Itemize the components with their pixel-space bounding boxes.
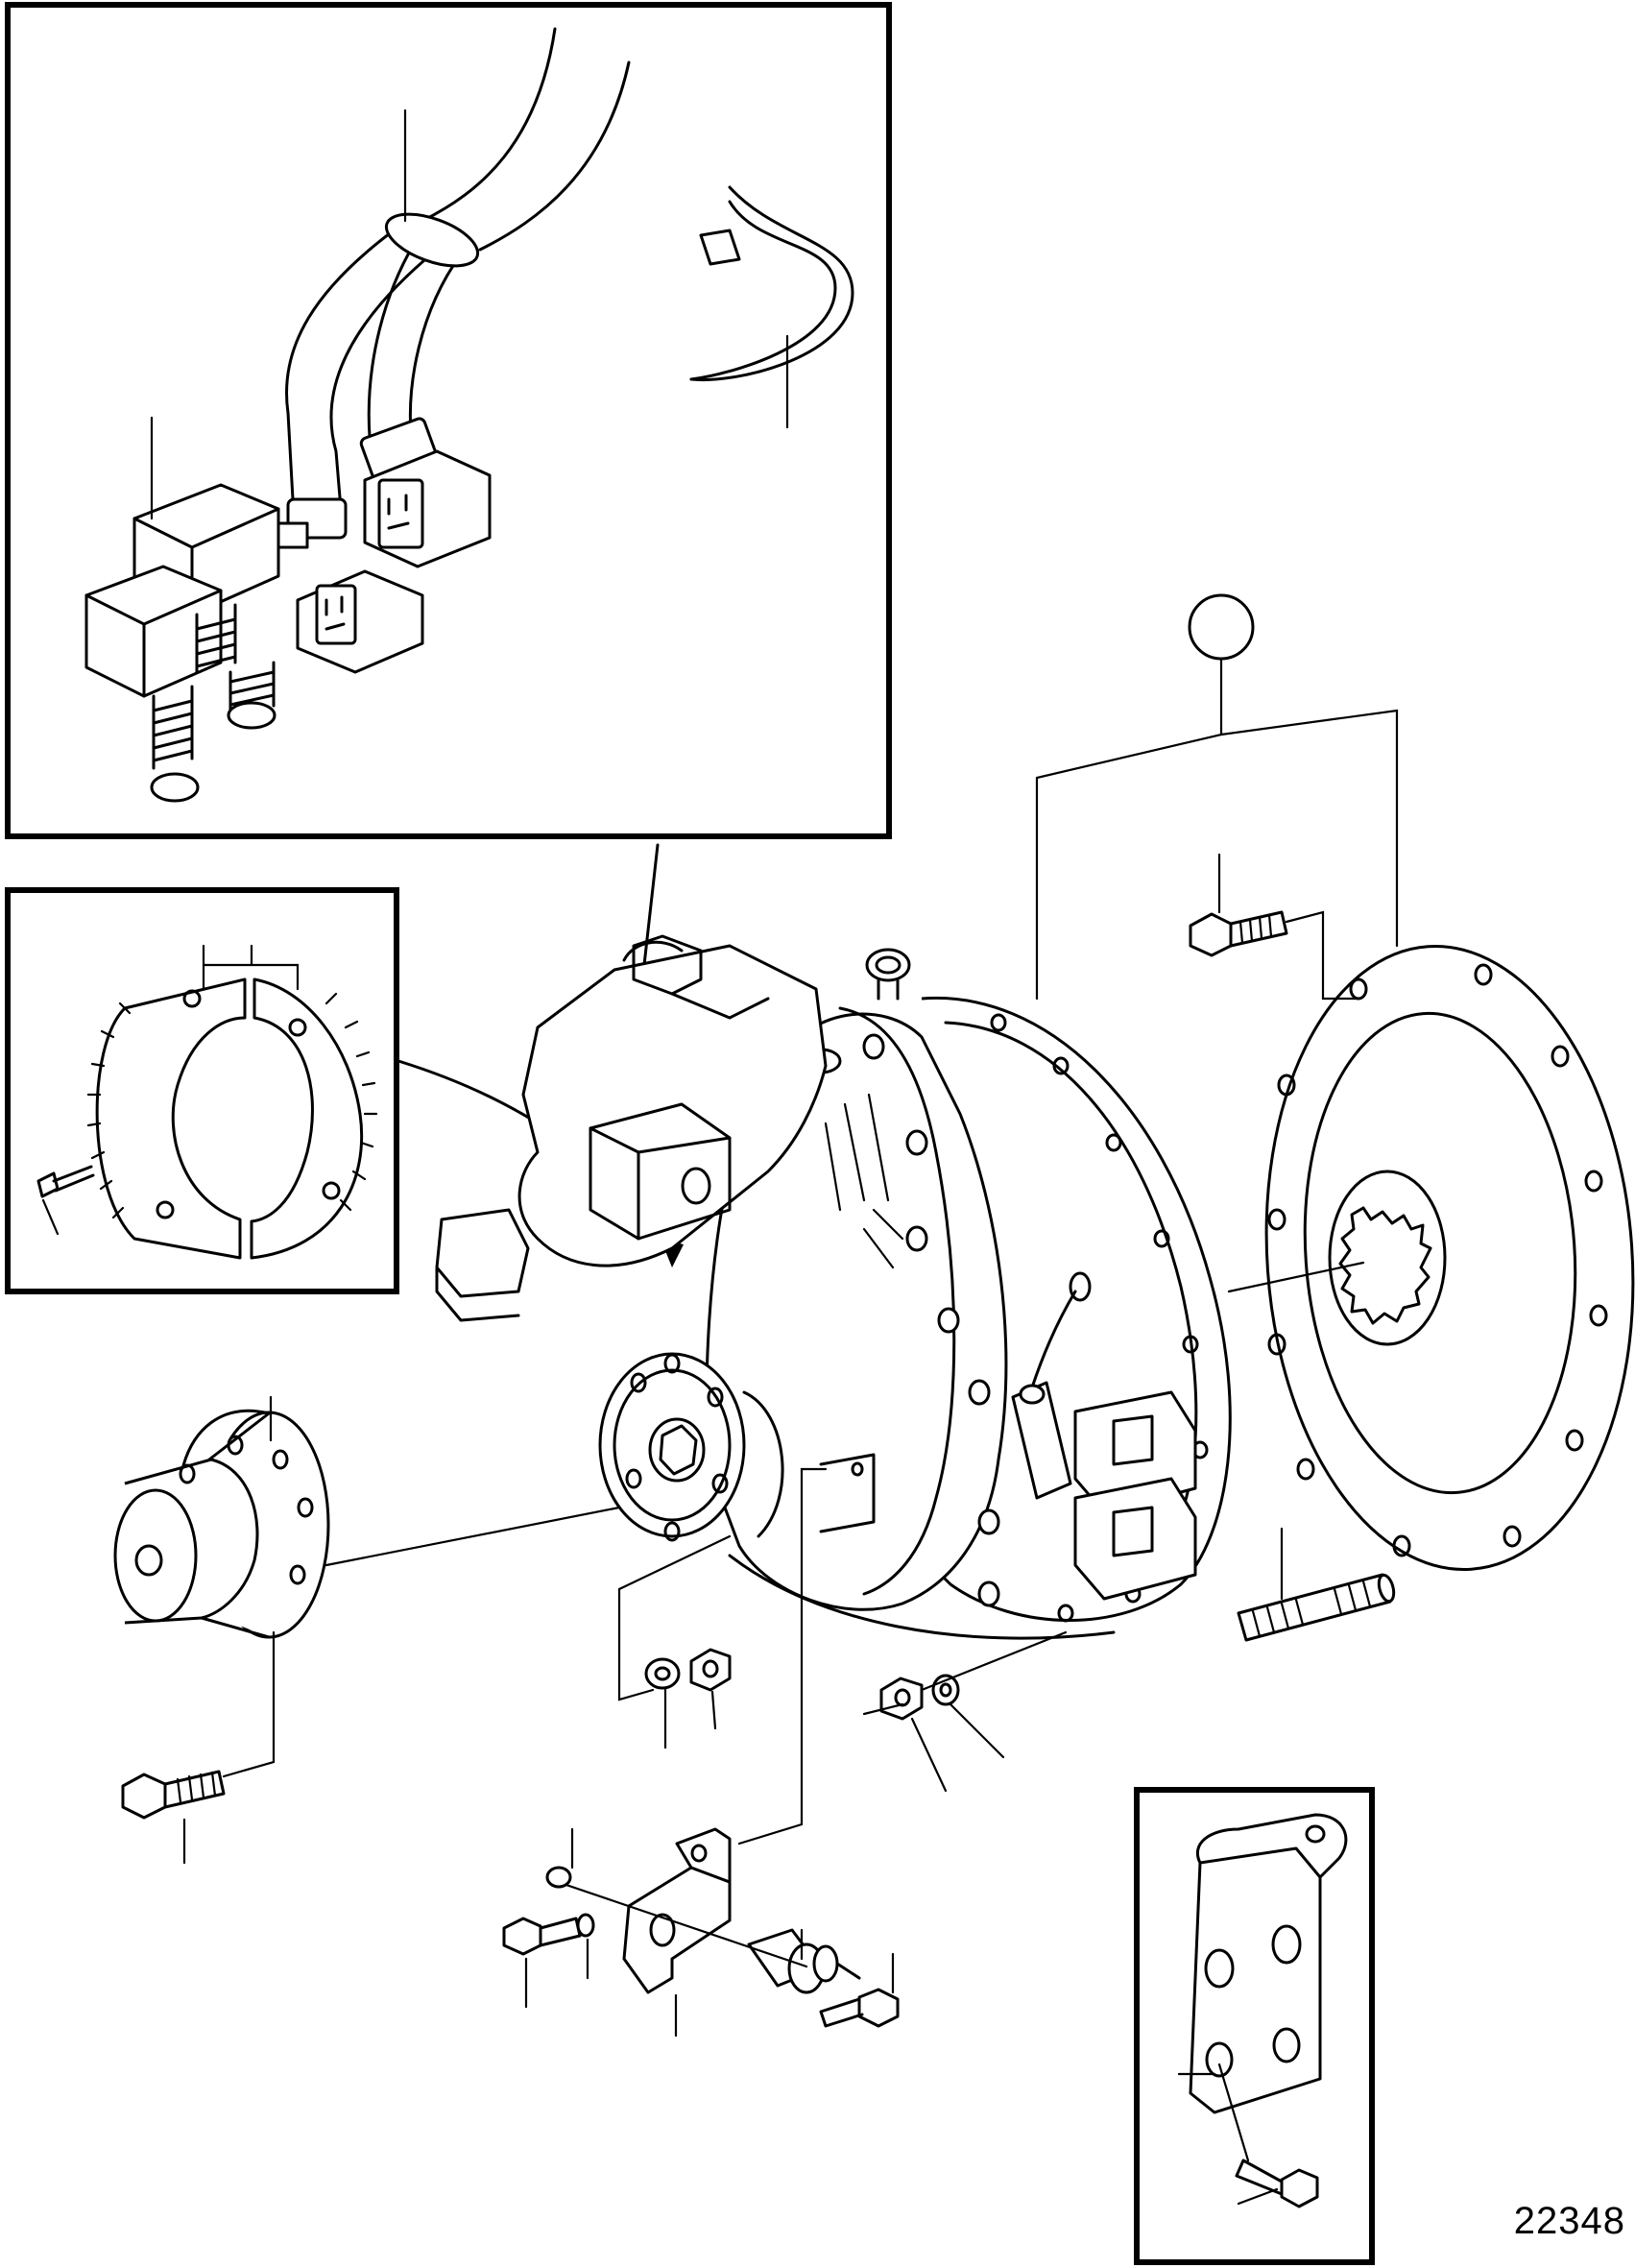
figure-number: 22348 [1513, 2200, 1625, 2242]
detail-box-bracket [1134, 1787, 1375, 2265]
coupling-hub [113, 1395, 621, 1639]
stud-bolt [1237, 1527, 1396, 1642]
speed-sensor-assembly [502, 1467, 900, 2038]
assembly-callout-circle [1035, 593, 1399, 1001]
washer-and-nut-under-housing [617, 1534, 732, 1749]
hub-bolt [121, 1630, 276, 1865]
gearbox-housing [435, 934, 1232, 1640]
detail-box-sensor-ring [5, 887, 399, 1294]
nut-and-washer-pair [862, 1630, 1068, 1793]
detail-box-solenoid-valves [5, 2, 892, 839]
flexible-coupling-plate [1189, 853, 1635, 1571]
